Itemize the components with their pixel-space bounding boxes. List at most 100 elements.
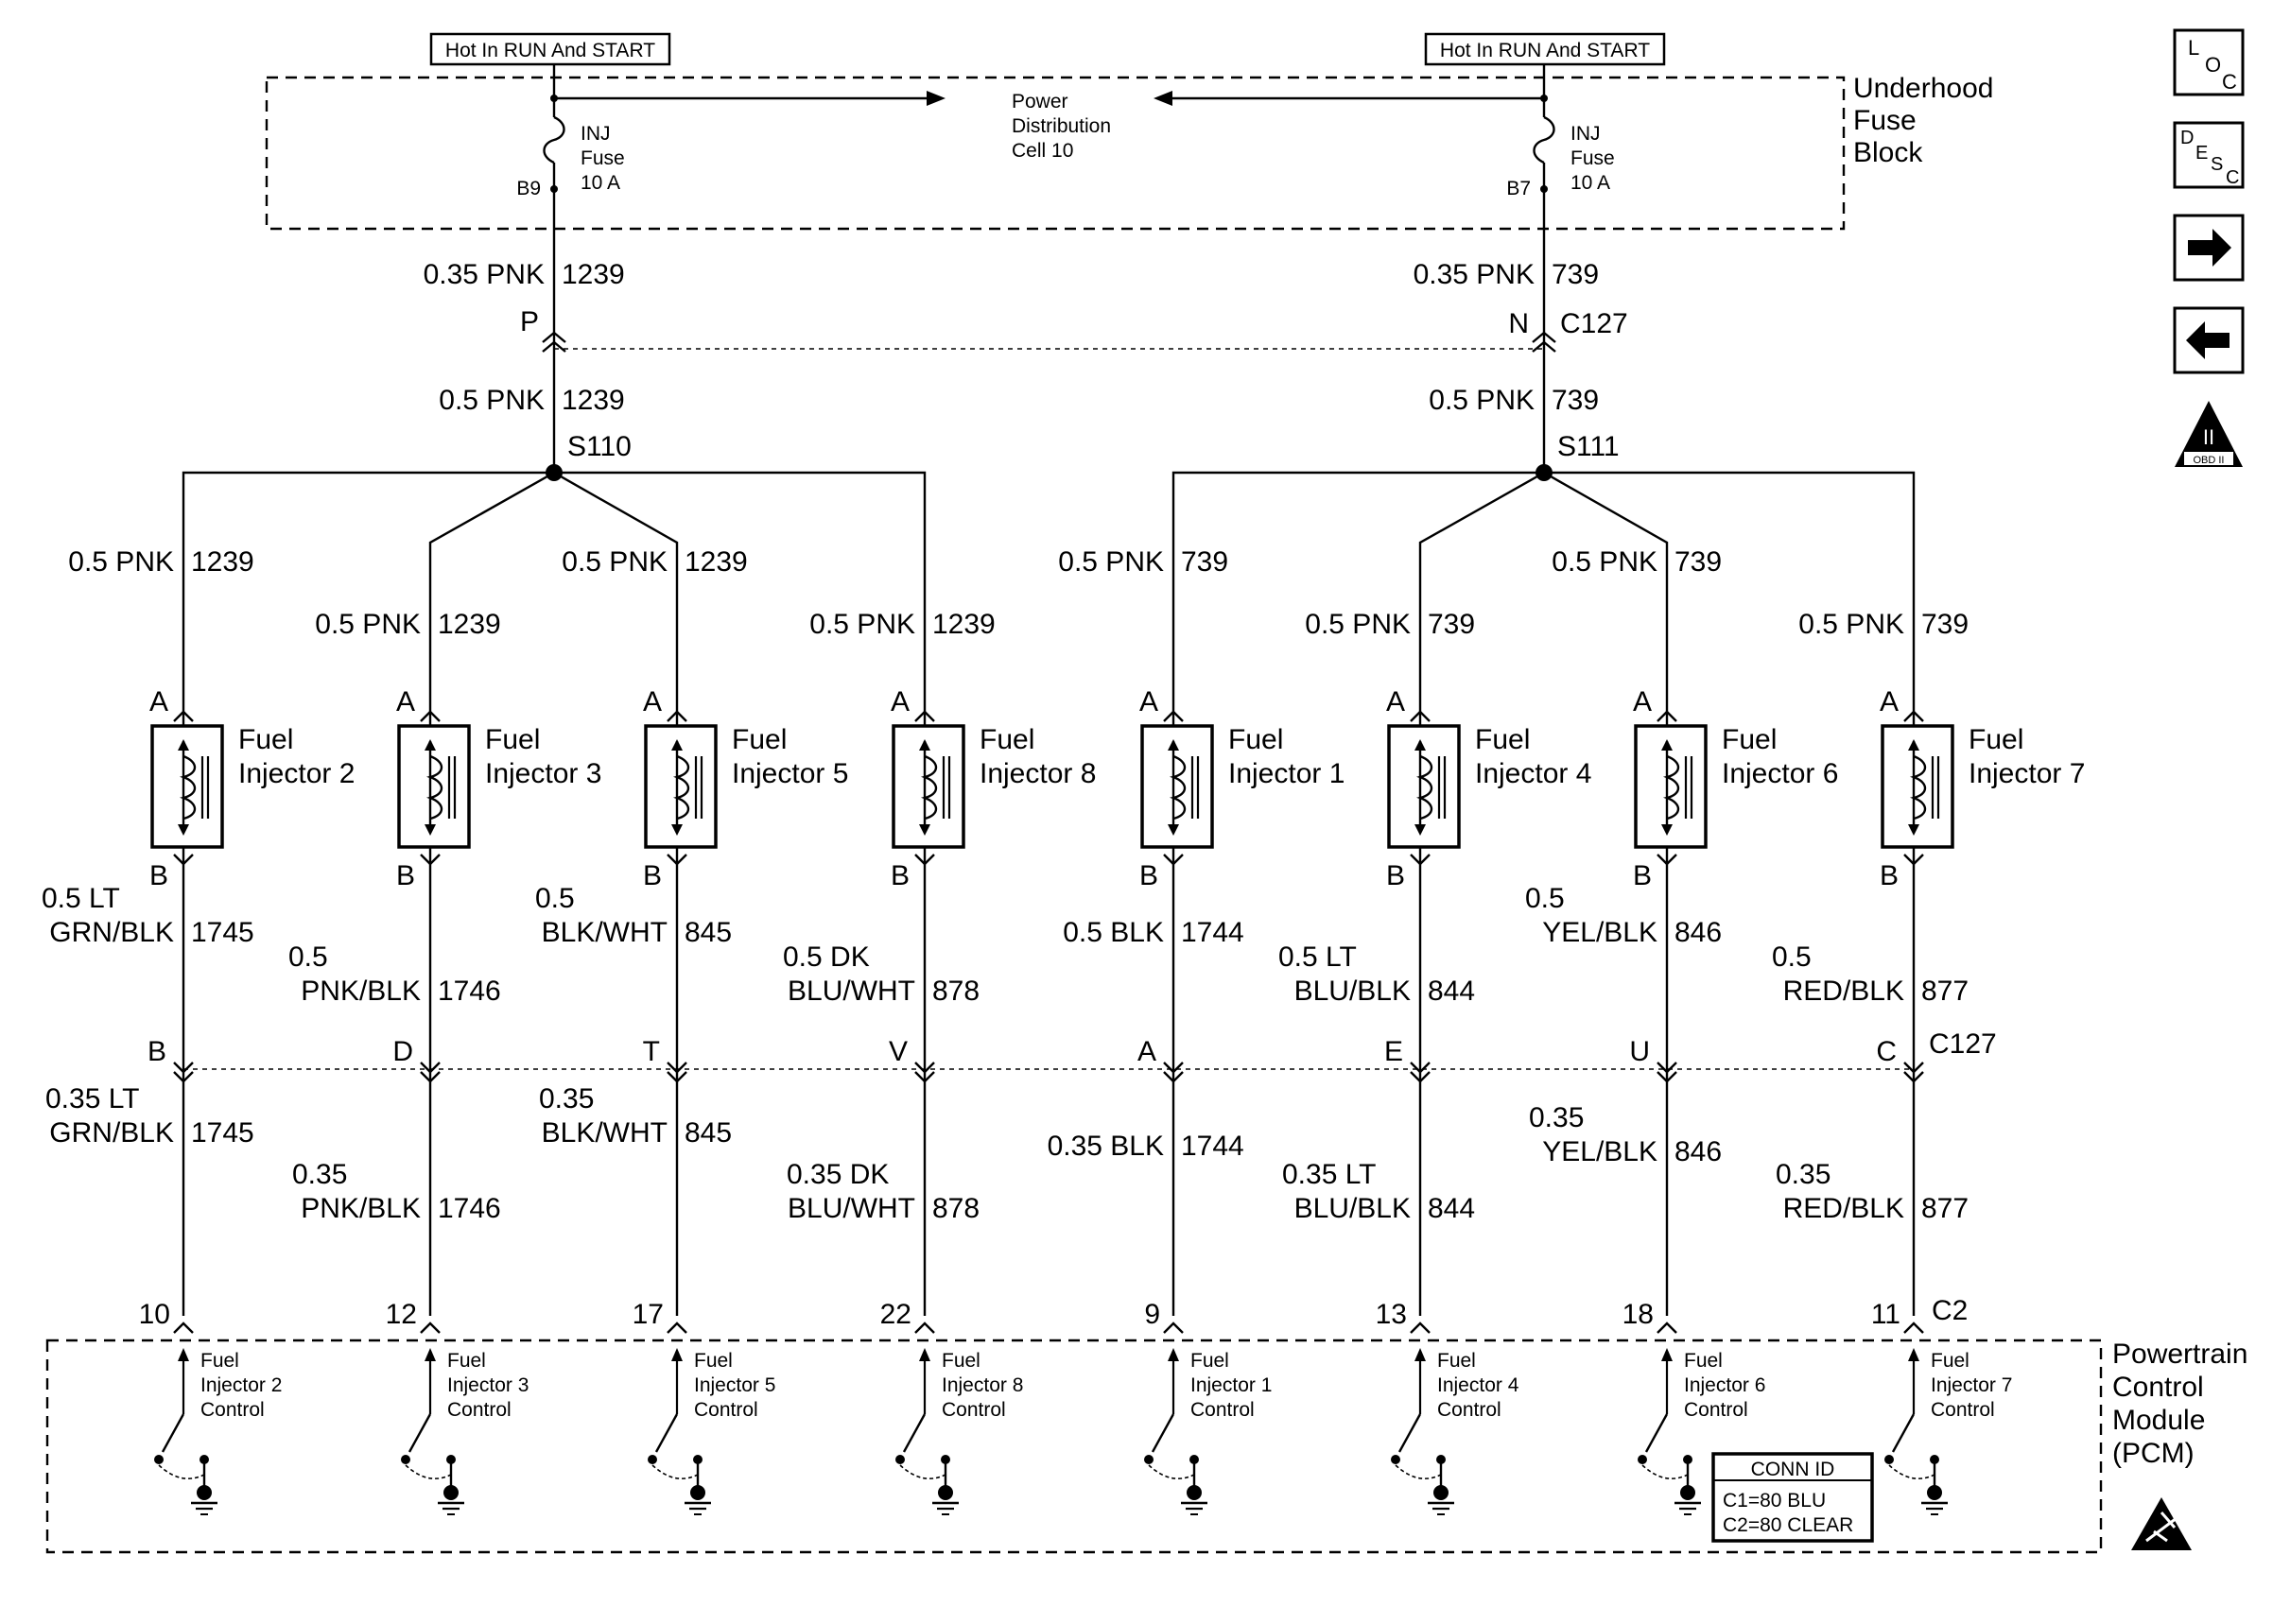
fuel-injector-box <box>150 724 224 849</box>
injector-name-line-1: Fuel <box>1969 724 2023 755</box>
pcm-control-label-line-2: Injector 4 <box>1437 1374 1519 1396</box>
injector-lower-circuit: 878 <box>932 1193 980 1224</box>
connector-pin-p: P <box>520 306 539 337</box>
injector-pin-a: A <box>149 686 168 717</box>
pcm-control-label-line-3: Control <box>1437 1399 1501 1421</box>
pcm-pin-number: 17 <box>633 1299 664 1330</box>
connector-pin-symbol <box>1163 1322 1184 1334</box>
connector-pin-symbol <box>1163 1062 1184 1083</box>
pcm-pin-number: 22 <box>880 1299 911 1330</box>
fuel-injector-box <box>1634 724 1708 849</box>
feed-right-lower-circuit: 739 <box>1552 385 1599 416</box>
inj-fuse-right-line-1: INJ <box>1570 123 1601 145</box>
injector-upper-wire-color: PNK/BLK <box>301 976 421 1007</box>
pcm-control-label-line-1: Fuel <box>694 1350 733 1372</box>
location-button[interactable]: L O C <box>2173 28 2245 96</box>
connector-pin-symbol <box>1657 1062 1677 1083</box>
driver-switch-icon <box>1884 1413 1939 1486</box>
injector-pin-a: A <box>1880 686 1899 717</box>
driver-switch-icon <box>1391 1413 1446 1486</box>
injector-lower-circuit: 877 <box>1921 1193 1969 1224</box>
solenoid-coil-icon <box>425 754 443 821</box>
obd-ii-icon <box>2175 401 2243 467</box>
injector-lower-circuit: 1744 <box>1181 1131 1244 1162</box>
pcm-pin-number: 10 <box>139 1299 170 1330</box>
fuel-injector-box <box>1140 724 1214 849</box>
injector-name-line-2: Injector 5 <box>732 758 848 789</box>
fuse-pin-b7: B7 <box>1506 178 1531 199</box>
feed-right-lower-size: 0.5 PNK <box>1429 385 1535 416</box>
pcm-control-label-line-2: Injector 8 <box>942 1374 1023 1396</box>
fuel-injector-box <box>1387 724 1461 849</box>
driver-switch-icon <box>401 1413 456 1486</box>
pcm-control-label-line-1: Fuel <box>1684 1350 1723 1372</box>
pcm-control-label-line-2: Injector 6 <box>1684 1374 1765 1396</box>
previous-page-button[interactable] <box>2173 306 2245 374</box>
description-button[interactable]: D E S C <box>2173 121 2245 189</box>
pcm-control-label-line-3: Control <box>942 1399 1006 1421</box>
desc-letter-d: D <box>2180 128 2194 148</box>
ground-icon <box>1921 1485 1948 1515</box>
connector-pin-symbol <box>1903 854 1924 866</box>
injector-lower-wire-size-line-1: 0.35 <box>539 1083 594 1114</box>
injector-upper-wire-color: BLU/WHT <box>788 976 915 1007</box>
inj-fuse-right-line-3: 10 A <box>1570 172 1610 194</box>
pcm-control-label-line-1: Fuel <box>1931 1350 1969 1372</box>
injector-supply-circuit: 739 <box>1674 546 1722 578</box>
ground-icon <box>1674 1485 1701 1515</box>
driver-switch-icon <box>154 1413 209 1486</box>
obd-ii-button[interactable]: II OBD II <box>2175 401 2243 467</box>
injector-lower-wire-size-line-1: 0.35 LT <box>1282 1159 1377 1190</box>
injector-name-line-1: Fuel <box>238 724 293 755</box>
connector-pin-symbol <box>173 854 194 866</box>
connector-pin-symbol <box>173 1062 194 1083</box>
fuel-injector-box <box>644 724 718 849</box>
injector-pin-b: B <box>643 860 662 891</box>
injector-upper-wire-color: GRN/BLK <box>49 917 174 948</box>
c127-lower-pin: V <box>889 1036 908 1067</box>
connector-pin-symbol <box>420 854 441 866</box>
injector-name-line-1: Fuel <box>1475 724 1530 755</box>
ground-icon <box>685 1485 711 1515</box>
injector-pin-a: A <box>643 686 662 717</box>
inj-fuse-left-line-3: 10 A <box>581 172 620 194</box>
pcm-control-label-line-2: Injector 3 <box>447 1374 529 1396</box>
driver-switch-icon <box>895 1413 950 1486</box>
connector-pin-symbol <box>667 1062 687 1083</box>
injector-lower-circuit: 846 <box>1674 1136 1722 1167</box>
feed-left-lower-circuit: 1239 <box>562 385 625 416</box>
pcm-title-line-3: Module <box>2112 1405 2205 1436</box>
injector-supply-wire-size: 0.5 PNK <box>1305 609 1411 640</box>
injector-supply-circuit: 1239 <box>438 609 501 640</box>
conn-id-line-1: C1=80 BLU <box>1723 1490 1826 1512</box>
injector-pin-b: B <box>396 860 415 891</box>
injector-supply-wire-size: 0.5 PNK <box>315 609 421 640</box>
pcm-control-label-line-3: Control <box>694 1399 758 1421</box>
injector-name-line-2: Injector 1 <box>1228 758 1345 789</box>
injector-supply-wire-size: 0.5 PNK <box>1798 609 1904 640</box>
hot-in-run-start-right: Hot In RUN And START <box>1440 40 1650 61</box>
desc-letter-e: E <box>2195 143 2208 164</box>
injector-lower-circuit: 1745 <box>191 1117 254 1149</box>
injector-supply-wire-size: 0.5 PNK <box>809 609 915 640</box>
connector-pin-symbol <box>667 854 687 866</box>
pcm-pin-number: 11 <box>1871 1299 1900 1330</box>
injector-upper-wire-size-line-1: 0.5 LT <box>1278 942 1357 973</box>
next-page-button[interactable] <box>2173 214 2245 282</box>
pcm-control-label-line-1: Fuel <box>447 1350 486 1372</box>
injector-pin-b: B <box>149 860 168 891</box>
connector-pin-symbol <box>667 710 687 722</box>
injector-upper-wire-size-line-1: 0.5 <box>288 942 328 973</box>
injector-lower-wire-size-line-1: 0.35 DK <box>787 1159 889 1190</box>
pcm-control-label-line-1: Fuel <box>1190 1350 1229 1372</box>
desc-letter-c: C <box>2226 167 2239 188</box>
pcm-control-label-line-2: Injector 5 <box>694 1374 775 1396</box>
injector-upper-wire-color: BLU/BLK <box>1294 976 1411 1007</box>
inj-fuse-left-line-2: Fuse <box>581 147 625 169</box>
ground-icon <box>1428 1485 1454 1515</box>
